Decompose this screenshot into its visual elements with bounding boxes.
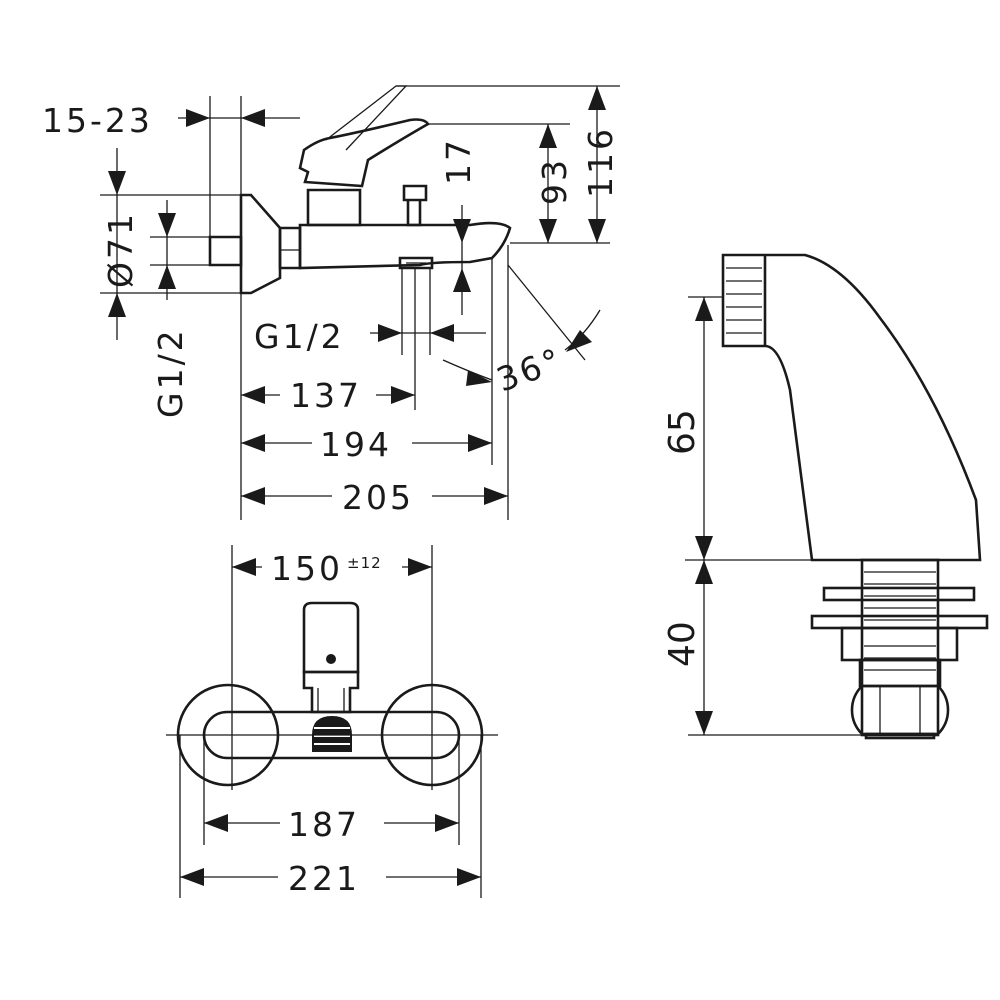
dim-diameter: Ø71	[101, 211, 140, 288]
extension-sleeve	[840, 626, 959, 662]
dim-width-221: 221	[288, 859, 360, 898]
dim-len-137: 137	[290, 376, 362, 415]
dim-spout-offset: 17	[439, 137, 478, 185]
dim-width-187: 187	[288, 805, 360, 844]
dim-outlet-thread: G1/2	[254, 317, 345, 356]
side-connector	[208, 235, 243, 267]
extension-housing	[721, 253, 982, 562]
extension-ring	[858, 658, 942, 688]
dim-height-116: 116	[581, 126, 620, 198]
extension-flange	[810, 614, 989, 630]
dim-len-194: 194	[320, 425, 392, 464]
dim-spout-angle: 36°	[491, 340, 568, 400]
dim-wall-range: 15-23	[42, 101, 153, 140]
dim-centers: 150	[271, 549, 343, 588]
dim-extension-40: 40	[662, 621, 703, 667]
side-aerator	[398, 256, 434, 270]
side-cartridge	[306, 188, 362, 227]
side-escutcheon	[239, 193, 282, 295]
extension-rod	[860, 558, 940, 737]
dim-extension-65: 65	[662, 409, 703, 455]
dim-height-93: 93	[535, 157, 574, 205]
side-handle-phantom	[325, 85, 408, 151]
dim-inlet-thread: G1/2	[151, 327, 190, 418]
side-body	[298, 221, 512, 270]
front-stem	[302, 670, 360, 714]
side-view: 15-23 Ø71 G1/2 17 93 116 G1/2 36° 137 19…	[42, 85, 620, 520]
extension-detail: 65 40	[662, 253, 989, 740]
front-aerator	[312, 716, 352, 752]
side-handle	[298, 118, 430, 188]
side-nut	[278, 226, 302, 270]
extension-rod-thread	[864, 571, 936, 671]
extension-top-thread	[726, 267, 762, 334]
dim-centers-tolerance: ±12	[347, 554, 382, 572]
extension-washer	[822, 586, 976, 602]
front-handle	[302, 601, 360, 674]
front-view: 150 ±12 187 221	[166, 545, 498, 899]
dim-len-205: 205	[342, 478, 414, 517]
side-diverter	[402, 184, 428, 227]
extension-hex-nut	[850, 684, 950, 736]
front-indicator	[326, 654, 336, 664]
